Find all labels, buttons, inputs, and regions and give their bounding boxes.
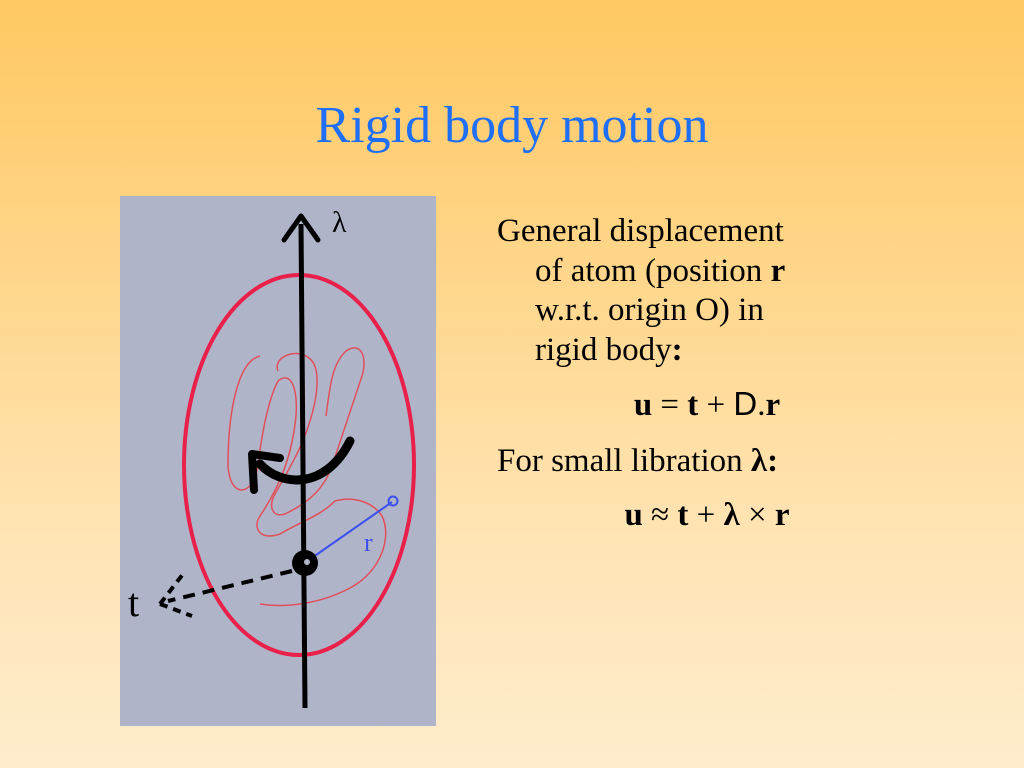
molecule-outline-outer [227,355,387,607]
eq2-approx: ≈ [642,496,678,533]
paragraph-small-libration: For small libration λ: [497,442,917,482]
equation-general-displacement: u = t + D.r [497,384,917,426]
rigid-body-diagram: λ t r [128,206,416,709]
text-line-4-colon: : [671,331,683,368]
molecule-outline-inner [270,347,365,516]
eq2-r: r [774,496,790,533]
text-line-3: w.r.t. origin O) in [535,292,764,329]
eq1-equals: = [652,387,688,424]
rigid-body-figure: λ t r [120,196,436,726]
translation-arrowhead-lower [159,602,193,618]
rotation-arrow-arc [255,436,355,485]
position-vector-line [305,501,393,563]
text-line-1: General displacement [497,213,784,249]
eq2-lambda: λ [723,496,740,533]
rotation-axis-line [298,223,308,709]
eq1-dot: . [757,387,766,424]
eq1-t: t [687,387,699,424]
rotation-arrowhead [248,450,284,494]
axis-label-lambda: λ [332,206,347,239]
text-line-2: of atom (position r [497,252,917,292]
atom-marker [387,495,399,507]
text-line-2-plain: of atom (position [535,252,771,289]
translation-vector-line [167,569,293,603]
eq1-u: u [633,387,653,424]
eq2-u: u [624,496,643,533]
text-line-4-plain: rigid body [535,331,672,368]
text-line-2-bold-r: r [770,252,786,289]
text-line-4: rigid body: [497,331,917,371]
origin-point-center [304,559,310,565]
slide-body-text: General displacement of atom (position r… [497,212,917,535]
small-libration-lambda: λ: [750,442,779,479]
paragraph-general-displacement: General displacement of atom (position r… [497,212,917,370]
eq1-D: D [733,385,758,423]
eq2-t: t [677,496,689,533]
translation-label-t: t [128,580,139,625]
eq1-plus: + [698,387,734,424]
small-libration-text: For small libration [497,442,751,479]
translation-arrowhead-upper [158,572,185,606]
rotation-axis-arrowhead [281,213,321,243]
eq2-plus: + [688,496,724,533]
equation-small-libration: u ≈ t + λ × r [497,496,917,536]
rigid-body-ellipse [182,273,416,657]
eq2-times: × [739,496,775,533]
eq1-r: r [765,387,781,424]
position-label-r: r [364,528,373,557]
slide-title: Rigid body motion [315,97,709,154]
